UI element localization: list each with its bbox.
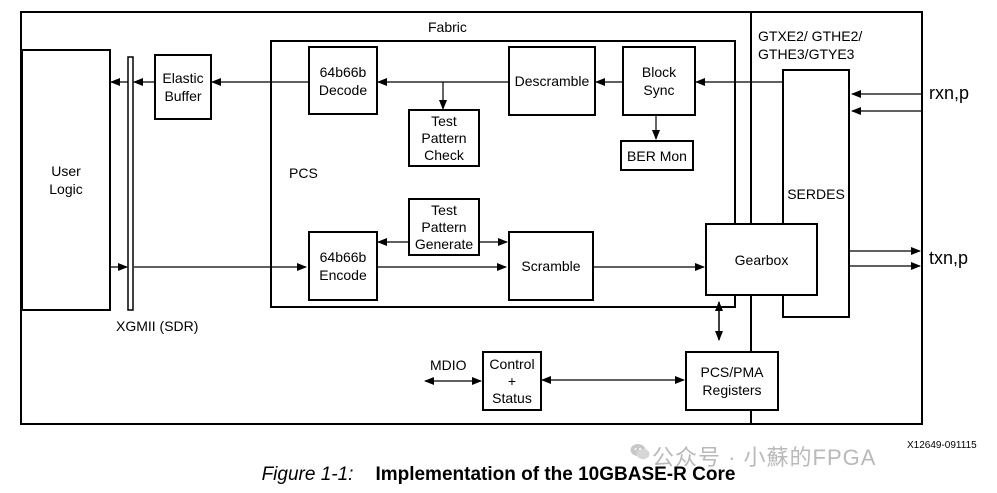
elastic-buffer-block: Elastic Buffer [154, 54, 212, 120]
test-pattern-check-block: Test Pattern Check [408, 109, 480, 167]
watermark-text: 公众号 · 小蘇的FPGA [652, 445, 877, 470]
tx-label: txn,p [929, 248, 969, 268]
test-pattern-generate-block: Test Pattern Generate [408, 198, 480, 256]
document-code: X12649-091115 [907, 440, 977, 451]
scramble-block: Scramble [508, 231, 594, 301]
fabric-label: Fabric [428, 19, 467, 35]
figure-number: Figure 1-1: [261, 464, 354, 485]
ber-mon-block: BER Mon [620, 140, 694, 171]
figure-title: Implementation of the 10GBASE-R Core [375, 464, 736, 485]
wechat-icon [630, 444, 650, 460]
mdio-label: MDIO [430, 357, 467, 373]
control-status-block: Control + Status [482, 351, 542, 411]
xgmii-bus [127, 56, 134, 311]
pcs-label: PCS [289, 165, 318, 181]
rx-label: rxn,p [929, 83, 970, 103]
pcs-region [270, 40, 736, 308]
transceiver-label: GTXE2/ GTHE2/ GTHE3/GTYE3 [758, 28, 863, 62]
block-sync-block: Block Sync [622, 46, 696, 116]
gearbox-block: Gearbox [705, 223, 818, 296]
pcs-pma-registers-block: PCS/PMA Registers [685, 351, 779, 411]
descramble-block: Descramble [508, 46, 596, 116]
encode-block: 64b66b Encode [308, 231, 378, 301]
xgmii-label: XGMII (SDR) [116, 318, 199, 334]
user-logic-block: User Logic [21, 49, 111, 311]
decode-block: 64b66b Decode [308, 46, 378, 115]
figure-caption: Figure 1-1: Implementation of the 10GBASE… [0, 464, 997, 486]
